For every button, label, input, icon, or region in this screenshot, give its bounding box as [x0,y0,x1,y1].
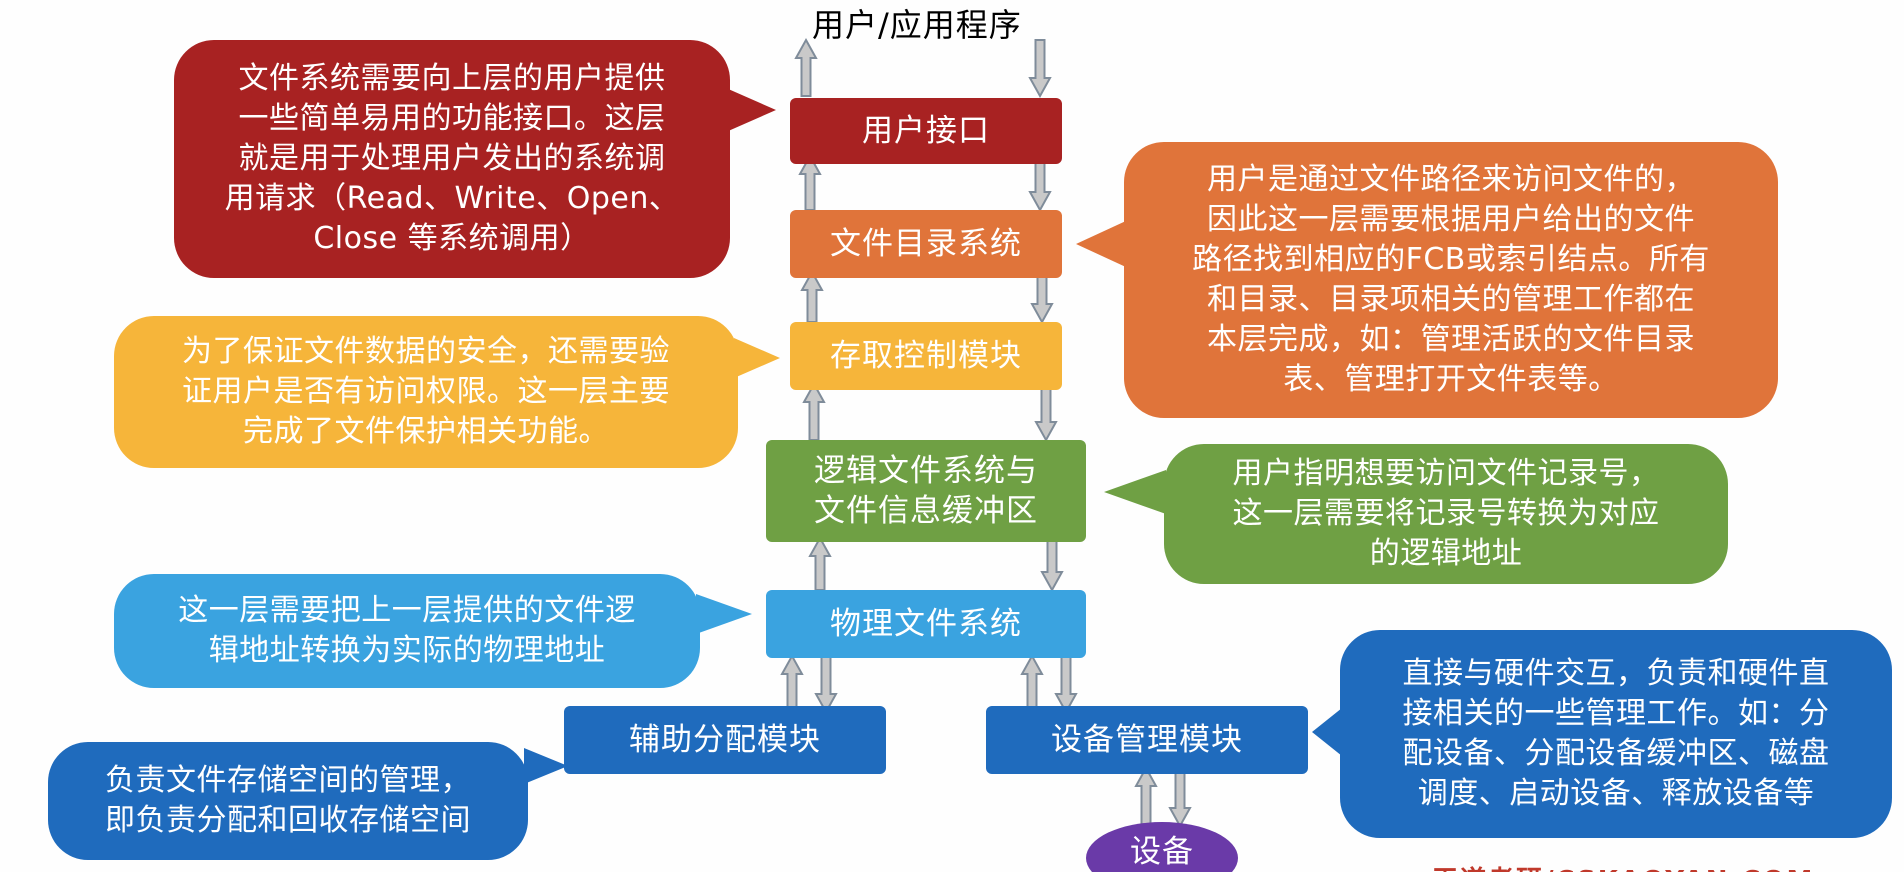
note-line: 完成了文件保护相关功能。 [243,414,609,449]
arrow-up-icon [794,37,818,97]
arrow-down-icon [1034,383,1058,443]
note-device-mgmt: 直接与硬件交互，负责和硬件直 接相关的一些管理工作。如：分 配设备、分配设备缓冲… [1340,630,1892,838]
device-mgmt-layer: 设备管理模块 [986,706,1308,774]
note-line: 和目录、目录项相关的管理工作都在 [1207,282,1695,317]
note-line: 用户是通过文件路径来访问文件的， [1207,162,1695,197]
note-line: 证用户是否有访问权限。这一层主要 [182,374,670,409]
note-physical-fs: 这一层需要把上一层提供的文件逻 辑地址转换为实际的物理地址 [114,574,700,688]
arrow-down-icon [1030,271,1054,325]
note-line: 路径找到相应的FCB或索引结点。所有 [1192,242,1710,277]
note-tail [696,594,752,634]
note-access-control: 为了保证文件数据的安全，还需要验 证用户是否有访问权限。这一层主要 完成了文件保… [114,316,738,468]
arrow-up-icon [1134,765,1158,827]
note-line: 为了保证文件数据的安全，还需要验 [182,334,670,369]
logical-fs-label-line2: 文件信息缓冲区 [814,493,1038,529]
logical-fs-label-line1: 逻辑文件系统与 [814,453,1038,489]
arrow-up-icon [798,153,822,211]
note-line: 直接与硬件交互，负责和硬件直 [1402,656,1830,691]
note-logical-fs: 用户指明想要访问文件记录号， 这一层需要将记录号转换为对应 的逻辑地址 [1164,444,1728,584]
arrow-down-icon [1040,537,1064,593]
physical-fs-layer: 物理文件系统 [766,590,1086,658]
note-line: 这一层需要把上一层提供的文件逻 [178,593,636,628]
arrow-down-icon [1028,39,1052,99]
note-line: 一些简单易用的功能接口。这层 [238,101,666,136]
watermark: 王道考研/CSKAOYAN.COM [1432,860,1814,872]
note-line: 用请求（Read、Write、Open、 [224,181,680,216]
note-tail [734,338,780,378]
logical-fs-layer: 逻辑文件系统与 文件信息缓冲区 [766,440,1086,542]
note-line: 接相关的一些管理工作。如：分 [1402,696,1830,731]
aux-alloc-layer: 辅助分配模块 [564,706,886,774]
note-line: 调度、启动设备、释放设备等 [1417,776,1815,811]
note-line: 文件系统需要向上层的用户提供 [238,61,666,96]
arrow-up-icon [802,381,826,441]
user-interface-layer: 用户接口 [790,98,1062,164]
note-tail [524,748,568,784]
note-line: 即负责分配和回收存储空间 [105,803,471,838]
arrow-down-icon [1028,155,1052,213]
note-line: 配设备、分配设备缓冲区、磁盘 [1402,736,1830,771]
file-directory-layer: 文件目录系统 [790,210,1062,278]
access-control-layer: 存取控制模块 [790,322,1062,390]
note-tail [1076,220,1128,268]
note-line: 就是用于处理用户发出的系统调 [238,141,666,176]
note-user-interface: 文件系统需要向上层的用户提供 一些简单易用的功能接口。这层 就是用于处理用户发出… [174,40,730,278]
note-tail [1104,470,1166,514]
note-line: 的逻辑地址 [1369,536,1523,571]
arrow-down-icon [1168,767,1192,829]
note-aux-alloc: 负责文件存储空间的管理， 即负责分配和回收存储空间 [48,742,528,860]
note-tail [726,88,776,132]
note-line: 这一层需要将记录号转换为对应 [1232,496,1660,531]
note-line: 因此这一层需要根据用户给出的文件 [1207,202,1695,237]
note-line: Close 等系统调用） [313,221,591,256]
arrow-down-icon [1054,655,1078,715]
arrow-up-icon [800,269,824,323]
note-line: 负责文件存储空间的管理， [105,763,471,798]
arrow-up-icon [780,653,804,713]
note-file-directory: 用户是通过文件路径来访问文件的， 因此这一层需要根据用户给出的文件 路径找到相应… [1124,142,1778,418]
note-line: 用户指明想要访问文件记录号， [1232,456,1660,491]
note-tail [1312,708,1342,756]
arrow-down-icon [814,655,838,715]
note-line: 辑地址转换为实际的物理地址 [208,633,606,668]
user-application-label: 用户/应用程序 [812,6,1022,44]
note-line: 表、管理打开文件表等。 [1283,362,1619,397]
device-node: 设备 [1086,822,1238,872]
arrow-up-icon [808,535,832,591]
arrow-up-icon [1020,653,1044,713]
note-line: 本层完成，如：管理活跃的文件目录 [1207,322,1695,357]
